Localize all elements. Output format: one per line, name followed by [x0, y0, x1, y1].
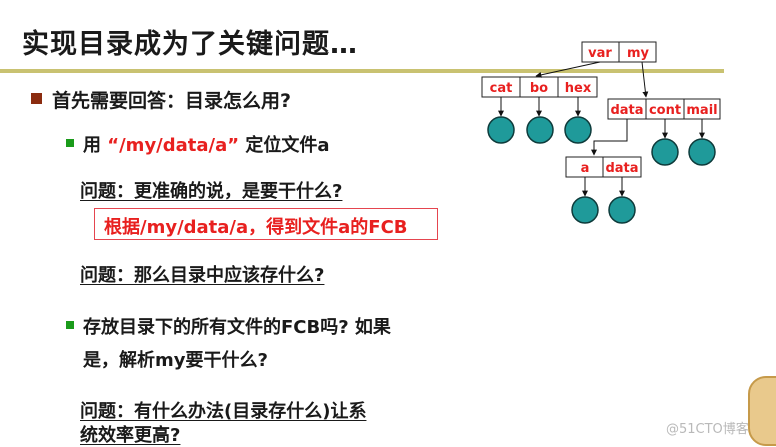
- root-directory-entry: var my: [581, 41, 657, 63]
- sub-bullet-locate: 用 “/my/data/a” 定位文件a: [83, 131, 330, 157]
- file-node-cat: [487, 116, 515, 144]
- sub-bullet-store-line1: 存放目录下的所有文件的FCB吗? 如果: [83, 317, 391, 338]
- file-node-hex: [564, 116, 592, 144]
- my-directory-entry: data cont mail: [607, 98, 721, 120]
- data-directory-entry: a data: [565, 156, 642, 178]
- node-hex: hex: [565, 81, 592, 96]
- question-3-line2: 统效率更高?: [80, 425, 181, 446]
- watermark-text: @51CTO博客: [666, 422, 749, 437]
- bullet-square-icon: [31, 93, 42, 104]
- bullet-green-icon: [66, 139, 74, 147]
- answer-text: 根据/my/data/a，得到文件a的FCB: [104, 217, 408, 238]
- node-data-2: data: [605, 161, 638, 176]
- arrow-var-to-dir: [535, 61, 601, 78]
- file-node-data: [608, 196, 636, 224]
- node-cont: cont: [649, 103, 681, 118]
- sub-prefix: 用: [83, 135, 101, 156]
- question-3-line1: 问题：有什么办法(目录存什么)让系: [80, 401, 367, 422]
- sub-suffix: 定位文件a: [245, 135, 330, 156]
- file-node-bo: [526, 116, 554, 144]
- corner-logo: [748, 376, 776, 446]
- node-cat: cat: [490, 81, 513, 96]
- path-text: “/my/data/a”: [107, 135, 240, 156]
- arrow-data-to-dir: [591, 119, 628, 156]
- node-a: a: [581, 161, 590, 176]
- node-bo: bo: [530, 81, 548, 96]
- node-my: my: [627, 46, 650, 61]
- bullet-question: 首先需要回答：目录怎么用?: [52, 90, 292, 112]
- var-directory-entry: cat bo hex: [481, 76, 598, 98]
- file-node-a: [571, 196, 599, 224]
- bullet-green-icon: [66, 321, 74, 329]
- node-mail: mail: [686, 103, 717, 118]
- title-divider: [0, 69, 724, 73]
- question-1: 问题：更准确的说，是要干什么?: [80, 181, 343, 202]
- file-node-mail: [688, 138, 716, 166]
- answer-box: [94, 208, 438, 240]
- sub-bullet-store-line2: 是，解析my要干什么?: [83, 350, 268, 371]
- slide-title: 实现目录成为了关键问题…: [22, 29, 358, 60]
- node-data: data: [610, 103, 643, 118]
- file-node-cont: [651, 138, 679, 166]
- arrow-my-to-dir: [641, 61, 649, 98]
- node-var: var: [588, 46, 612, 61]
- question-2: 问题：那么目录中应该存什么?: [80, 265, 325, 286]
